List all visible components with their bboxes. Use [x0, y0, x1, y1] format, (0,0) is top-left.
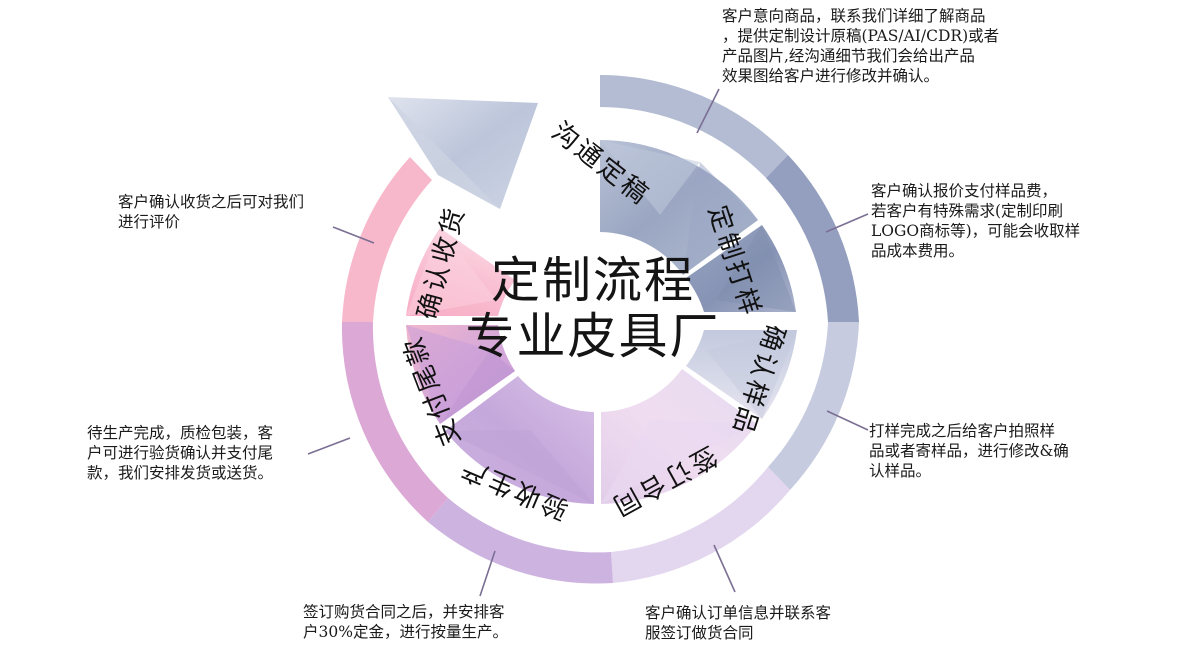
flow-arrowhead-facet [388, 97, 500, 209]
callout-inspect-produce-note: 签订购货合同之后，并安排客 户30%定金，进行按量生产。 [303, 603, 508, 642]
outer-arc-ring [341, 75, 859, 584]
segment-proofing[interactable] [686, 225, 796, 312]
callout-confirm-sample-note: 打样完成之后给客户拍照样 品或者寄样品，进行修改&确 认样品。 [869, 422, 1069, 481]
callout-sign-contract-note: 客户确认订单信息并联系客 服签订做货合同 [645, 604, 832, 643]
outer-arc-sign-contract [611, 467, 790, 583]
callout-connectors [307, 88, 869, 597]
callout-confirm-receipt-note: 客户确认收货之后可对我们 进行评价 [118, 193, 305, 232]
connector-pay-balance [307, 437, 351, 455]
outer-arc-communication [600, 75, 788, 178]
connector-sign-contract [713, 544, 736, 593]
callout-pay-balance-note: 待生产完成，质检包装，客 户可进行验货确认并支付尾 款，我们安排发货或送货。 [87, 424, 274, 483]
connector-communication [696, 88, 720, 134]
outer-arc-confirm-sample [768, 322, 859, 490]
flow-arrowhead-icon [388, 97, 538, 209]
outer-arc-receive [342, 157, 432, 322]
connector-proofing [825, 213, 869, 233]
connector-confirm-sample [826, 410, 869, 431]
connector-confirm-receipt [332, 226, 375, 244]
outer-arc-proofing [766, 155, 859, 322]
connector-inspect-produce [479, 550, 496, 597]
callout-proofing-note: 客户确认报价支付样品费， 若客户有特殊需求(定制印刷 LOGO商标等)，可能会收… [871, 182, 1081, 261]
outer-arc-balance [341, 322, 448, 522]
outer-arc-inspect [428, 498, 613, 584]
inner-ring-segments [406, 140, 797, 504]
callout-communication-note: 客户意向商品，联系我们详细了解商品 ，提供定制设计原稿(PAS/AI/CDR)或… [722, 7, 1000, 86]
